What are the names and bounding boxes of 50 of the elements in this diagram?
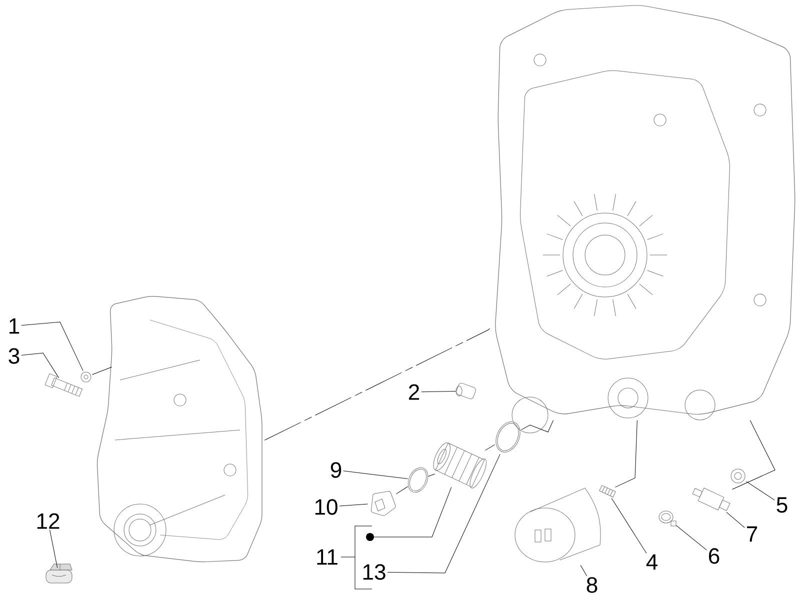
leader-line [343, 470, 408, 479]
assembly-line [520, 420, 554, 432]
leader-line [21, 322, 84, 372]
callout-number: 13 [363, 564, 386, 580]
leader-line [746, 481, 775, 500]
assembly-line [484, 444, 496, 451]
filter-screen-drawing [433, 442, 486, 488]
leader-line [421, 390, 456, 392]
hose-clamp-drawing [658, 510, 676, 526]
callout-number: 8 [586, 577, 598, 593]
drain-plug-drawing [370, 491, 396, 516]
assembly-line [92, 366, 112, 375]
callout-number: 7 [747, 526, 758, 542]
assembly-line [614, 420, 638, 488]
o-ring-drawing [496, 422, 520, 452]
callout-number: 5 [776, 497, 788, 513]
leader-line [50, 530, 58, 568]
oil-filter-drawing [514, 488, 601, 562]
callout-number: 10 [315, 499, 338, 515]
bolt-drawing [44, 373, 82, 397]
callout-number: 11 [317, 549, 338, 565]
sensor-drawing [692, 488, 730, 511]
callout-number: 6 [708, 548, 720, 564]
dot-marker [366, 533, 374, 541]
leader-line [374, 486, 452, 538]
callout-number: 12 [37, 513, 60, 529]
o-ring-drawing [408, 467, 428, 493]
leader-line [580, 564, 588, 576]
washer-drawing [730, 468, 746, 484]
callout-number: 9 [330, 462, 342, 478]
crankcase-drawing [495, 5, 796, 434]
leader-line [387, 454, 500, 574]
washer-drawing [80, 372, 92, 382]
assembly-line [732, 420, 776, 490]
callout-number: 4 [646, 554, 658, 570]
leader-line [21, 352, 60, 378]
callout-number: 3 [8, 348, 20, 364]
stud-drawing [599, 485, 616, 498]
assembly-line [428, 474, 436, 477]
leader-line [726, 512, 745, 528]
leader-line [676, 525, 707, 550]
callout-number: 1 [10, 318, 20, 334]
dowel-pin-drawing [456, 382, 476, 400]
engine-cover-drawing [96, 296, 262, 562]
leader-line [339, 504, 368, 506]
rubber-cap-drawing [46, 564, 72, 584]
callout-number: 2 [408, 384, 420, 400]
assembly-line [264, 328, 490, 440]
assembly-line [396, 486, 408, 494]
leader-line [611, 498, 647, 554]
